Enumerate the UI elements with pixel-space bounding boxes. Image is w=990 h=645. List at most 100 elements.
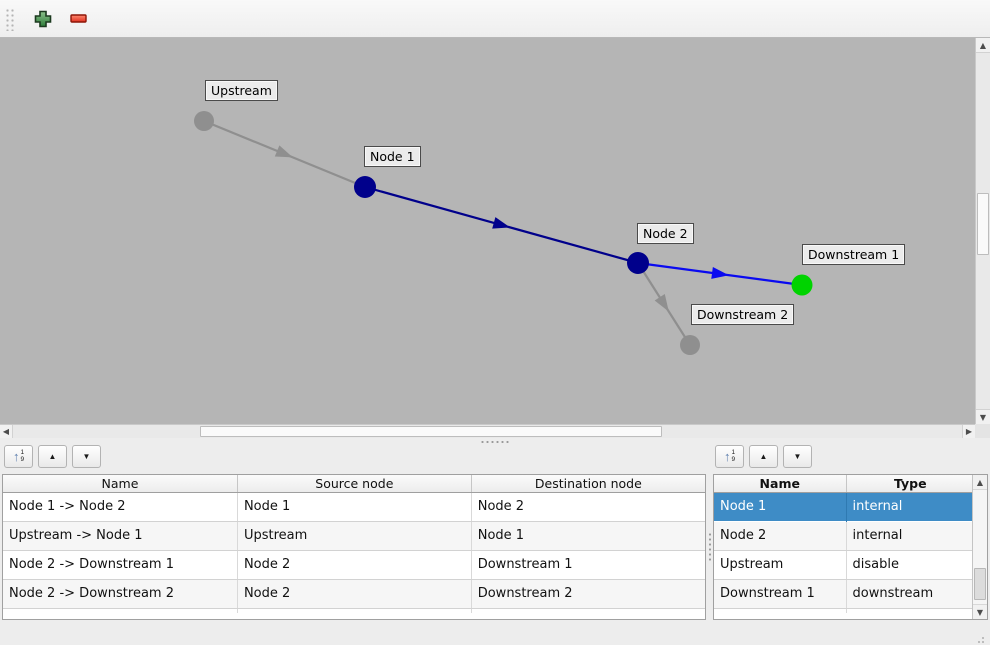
edges-table-toolbar: ↑ 1 9 ▲ ▼: [4, 445, 101, 468]
empty-cell: [714, 608, 847, 613]
table-cell[interactable]: Upstream: [237, 521, 472, 551]
table-cell[interactable]: Downstream 1: [471, 550, 705, 580]
table-cell[interactable]: Node 1: [237, 492, 472, 522]
empty-cell: [471, 608, 705, 613]
table-cell[interactable]: internal: [846, 492, 974, 521]
empty-row: [714, 608, 974, 613]
graph-node[interactable]: [354, 176, 376, 198]
graph-node[interactable]: [194, 111, 214, 131]
table-cell[interactable]: downstream: [846, 579, 974, 609]
move-down-icon: ▼: [793, 451, 802, 461]
table-cell[interactable]: Upstream: [714, 550, 847, 580]
move-up-icon: ▲: [48, 451, 57, 461]
table-cell[interactable]: Downstream 1: [714, 579, 847, 609]
canvas-horizontal-scrollbar[interactable]: ◀ ▶: [0, 424, 975, 438]
column-header-destination-node[interactable]: Destination node: [471, 475, 705, 493]
sort-button[interactable]: ↑ 1 9: [4, 445, 33, 468]
vertical-splitter[interactable]: [706, 474, 713, 620]
node-label[interactable]: Upstream: [205, 80, 278, 101]
edge-arrow-icon: [274, 145, 293, 158]
sort-button[interactable]: ↑ 1 9: [715, 445, 744, 468]
empty-cell: [3, 608, 238, 613]
splitter-handle-icon: [707, 532, 712, 562]
empty-cell: [846, 608, 974, 613]
bottom-panel: ↑ 1 9 ▲ ▼ ↑ 1 9 ▲: [0, 445, 990, 625]
canvas-vertical-scrollbar[interactable]: ▲ ▼: [975, 38, 990, 424]
node-label[interactable]: Downstream 2: [691, 304, 795, 325]
column-header-name[interactable]: Name: [3, 475, 238, 493]
add-icon: [34, 10, 52, 27]
table-cell[interactable]: Downstream 2: [471, 579, 705, 609]
empty-row: [3, 608, 705, 613]
remove-icon: [70, 13, 87, 23]
scroll-up-icon[interactable]: ▲: [973, 475, 987, 490]
sort-ascending-icon: ↑ 1 9: [12, 448, 25, 464]
graph-node[interactable]: [791, 274, 813, 296]
nodes-table-scrollbar[interactable]: ▲ ▼: [972, 475, 987, 619]
column-header-source-node[interactable]: Source node: [237, 475, 472, 493]
add-button[interactable]: [30, 6, 56, 32]
table-cell[interactable]: Node 2: [471, 492, 705, 522]
empty-cell: [237, 608, 472, 613]
scroll-down-icon[interactable]: ▼: [976, 409, 990, 424]
graph-svg[interactable]: [0, 38, 975, 424]
column-header-type[interactable]: Type: [846, 475, 974, 493]
vertical-scrollbar-thumb[interactable]: [977, 193, 989, 255]
move-up-icon: ▲: [759, 451, 768, 461]
toolbar-grip-handle[interactable]: [4, 6, 14, 31]
table-cell[interactable]: Upstream -> Node 1: [3, 521, 238, 551]
table-cell[interactable]: Node 1: [714, 492, 847, 521]
status-bar: [0, 625, 990, 645]
table-cell[interactable]: Node 2 -> Downstream 1: [3, 550, 238, 580]
node-label[interactable]: Node 2: [637, 223, 694, 244]
splitter-handle-icon: [480, 439, 510, 444]
table-cell[interactable]: internal: [846, 521, 974, 551]
column-header-name[interactable]: Name: [714, 475, 847, 493]
scroll-left-icon[interactable]: ◀: [0, 425, 13, 438]
move-up-button[interactable]: ▲: [38, 445, 67, 468]
table-scrollbar-thumb[interactable]: [974, 568, 986, 600]
remove-button[interactable]: [66, 6, 92, 32]
move-down-icon: ▼: [82, 451, 91, 461]
horizontal-scrollbar-thumb[interactable]: [200, 426, 662, 437]
move-down-button[interactable]: ▼: [783, 445, 812, 468]
node-label[interactable]: Downstream 1: [802, 244, 906, 265]
edge-arrow-icon: [711, 266, 729, 279]
horizontal-splitter[interactable]: [0, 438, 990, 445]
edge-arrow-icon: [492, 217, 511, 229]
table-cell[interactable]: disable: [846, 550, 974, 580]
scroll-right-icon[interactable]: ▶: [962, 425, 975, 438]
table-cell[interactable]: Node 2: [237, 550, 472, 580]
table-cell[interactable]: Node 2: [237, 579, 472, 609]
graph-node[interactable]: [627, 252, 649, 274]
table-cell[interactable]: Node 2: [714, 521, 847, 551]
sort-ascending-icon: ↑ 1 9: [723, 448, 736, 464]
graph-node[interactable]: [680, 335, 700, 355]
move-up-button[interactable]: ▲: [749, 445, 778, 468]
scrollbar-corner: [975, 424, 990, 438]
scroll-down-icon[interactable]: ▼: [973, 604, 987, 619]
move-down-button[interactable]: ▼: [72, 445, 101, 468]
table-cell[interactable]: Node 1: [471, 521, 705, 551]
table-cell[interactable]: Node 2 -> Downstream 2: [3, 579, 238, 609]
table-cell[interactable]: Node 1 -> Node 2: [3, 492, 238, 522]
scroll-up-icon[interactable]: ▲: [976, 38, 990, 53]
edge-arrow-icon: [654, 294, 669, 312]
node-label[interactable]: Node 1: [364, 146, 421, 167]
resize-grip-icon[interactable]: [974, 637, 976, 639]
main-toolbar: [0, 0, 990, 38]
